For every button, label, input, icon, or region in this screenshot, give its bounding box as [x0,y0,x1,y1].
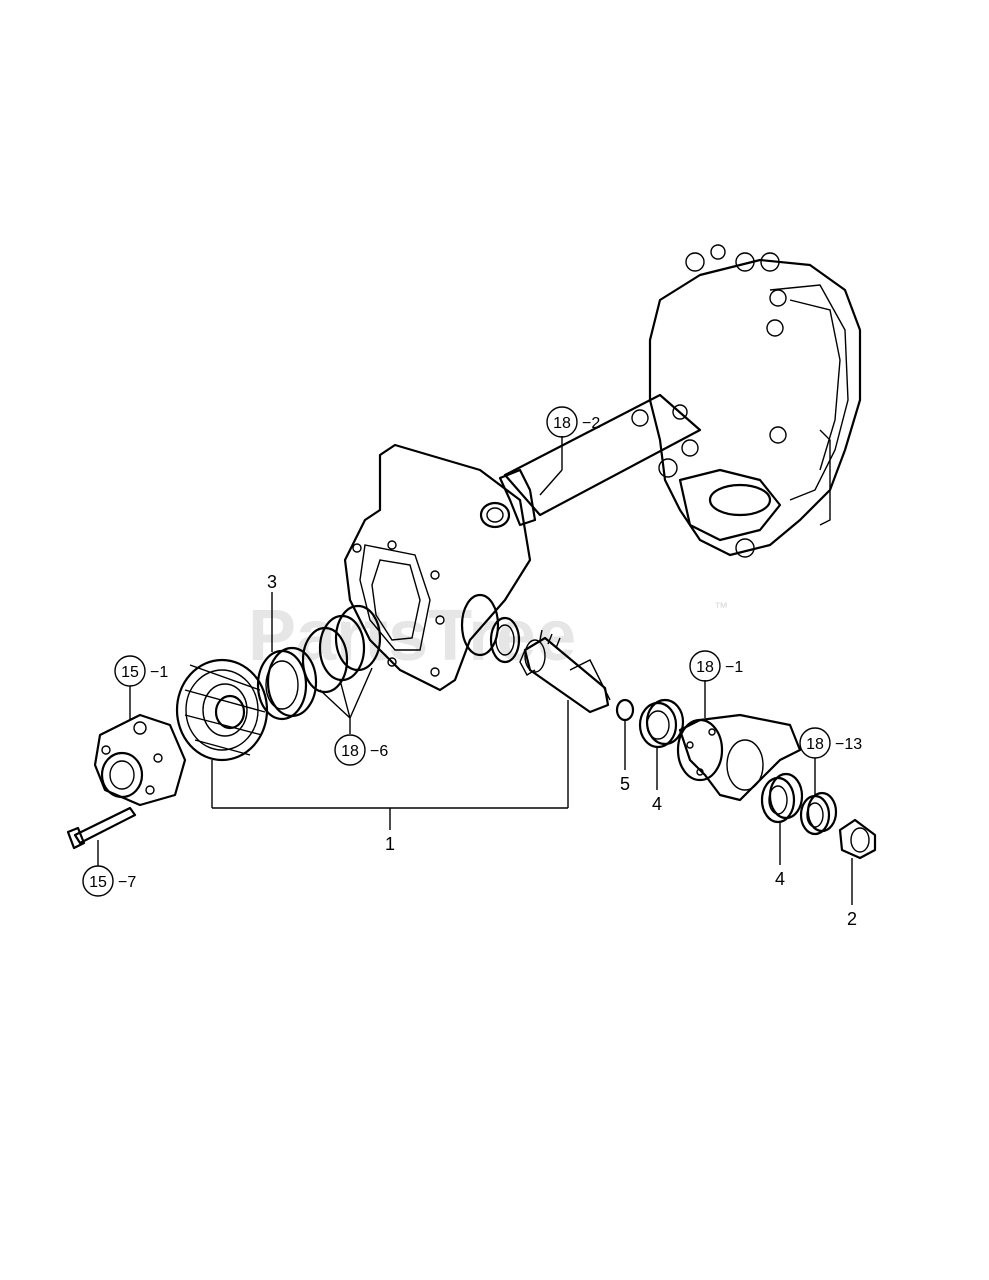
bearing-4-right[interactable] [760,772,804,824]
callout-18-6-number: 18 [341,743,359,760]
callout-18-2-suffix: −2 [582,415,600,432]
callout-18-2-number: 18 [553,415,571,432]
callout-18-1-number: 18 [696,659,714,676]
callout-18-1[interactable]: 18 −1 [689,650,743,682]
label-4-right[interactable]: 4 [775,869,785,889]
callout-15-1-number: 15 [121,664,139,681]
ring-gear[interactable] [175,658,269,762]
axle-housing[interactable] [343,244,862,692]
label-4-left[interactable]: 4 [652,794,662,814]
callout-18-13-suffix: −13 [835,736,862,753]
shims[interactable] [301,604,382,694]
label-1[interactable]: 1 [385,834,395,854]
callout-18-13-number: 18 [806,736,824,753]
leader-lines [97,436,853,905]
label-3[interactable]: 3 [267,572,277,592]
callout-15-7-suffix: −7 [118,874,136,891]
o-ring[interactable] [615,698,635,722]
label-5[interactable]: 5 [620,774,630,794]
callout-18-2[interactable]: 18 −2 [546,406,600,438]
label-2[interactable]: 2 [847,909,857,929]
bearing-4-left[interactable] [638,698,685,749]
callout-15-1[interactable]: 15 −1 [114,655,168,687]
watermark-trademark: ™ [714,599,728,615]
bearing-3[interactable] [256,646,318,721]
callout-15-7-number: 15 [89,874,107,891]
callout-18-1-suffix: −1 [725,659,743,676]
callout-15-1-suffix: −1 [150,664,168,681]
bearing-retainer[interactable] [676,713,802,802]
callout-18-6-suffix: −6 [370,743,388,760]
nut[interactable] [838,818,877,860]
pinion-shaft[interactable] [519,629,611,714]
differential-case[interactable] [93,713,187,807]
callout-18-13[interactable]: 18 −13 [799,727,862,759]
seal[interactable] [799,791,838,836]
callout-18-6[interactable]: 18 −6 [334,734,388,766]
callout-15-7[interactable]: 15 −7 [82,865,136,897]
bolt[interactable] [66,806,137,850]
